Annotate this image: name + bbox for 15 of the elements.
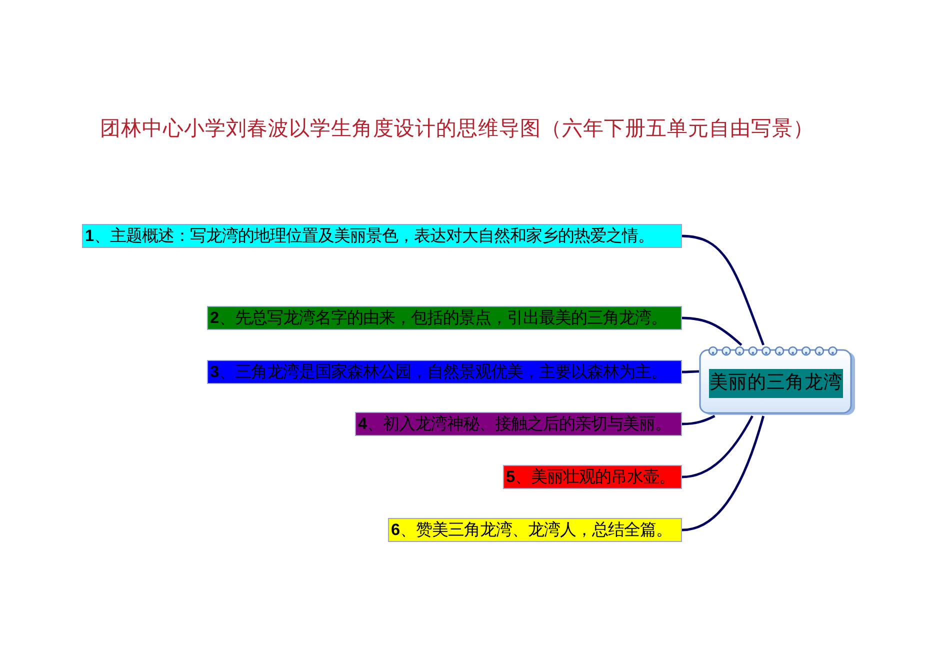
notebook-box [699,345,856,416]
branch-box: 4、初入龙湾神秘、接触之后的亲切与美丽。 [355,412,682,436]
connector-line [682,234,764,346]
branch-box: 6、赞美三角龙湾、龙湾人，总结全篇。 [388,518,682,542]
branch-box: 5、美丽壮观的吊水壶。 [503,465,682,489]
connector-line [682,316,742,346]
connector-line [682,414,716,426]
title: 团林中心小学刘春波以学生角度设计的思维导图（六年下册五单元自由写景） [100,116,814,142]
connector-line [682,416,765,532]
topic-label: 美丽的三角龙湾 [709,369,843,398]
branch-box: 3、三角龙湾是国家森林公园，自然景观优美，主要以森林为主。 [207,360,682,384]
branch-box: 1、主题概述：写龙湾的地理位置及美丽景色，表达对大自然和家乡的热爱之情。 [82,224,682,248]
connector-line [682,370,699,374]
connector-line [682,415,754,478]
branch-box: 2、先总写龙湾名字的由来，包括的景点，引出最美的三角龙湾。 [207,306,682,330]
